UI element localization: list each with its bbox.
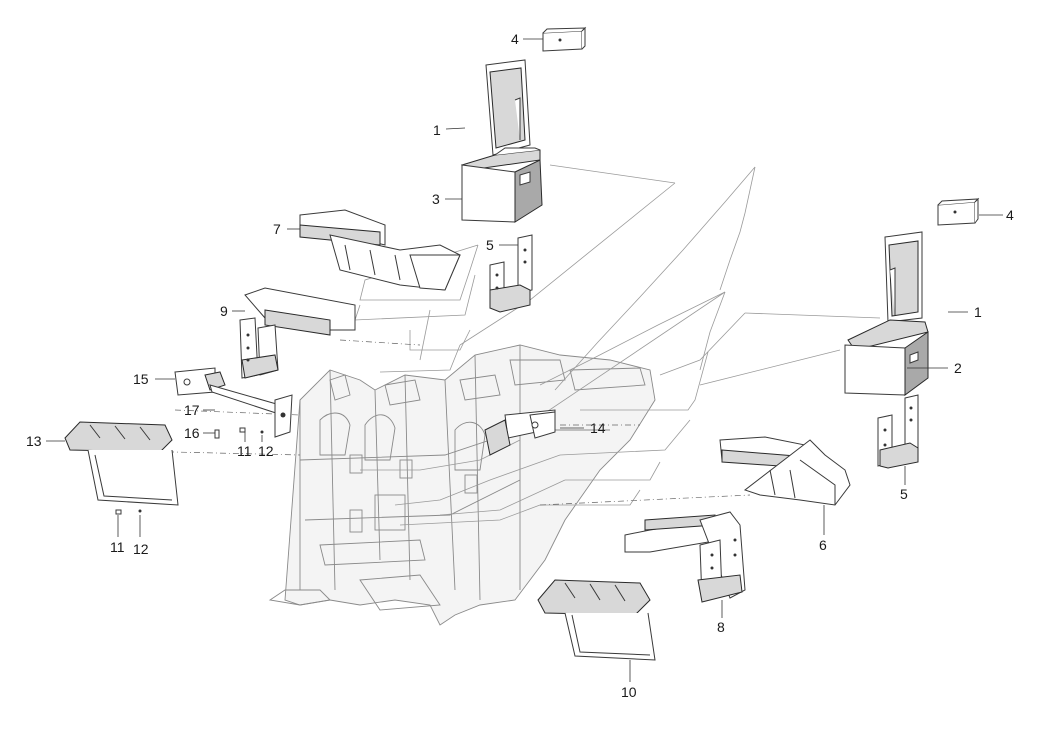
callout-13: 13	[26, 433, 42, 449]
callout-17: 17	[184, 402, 200, 418]
main-frame	[268, 344, 656, 626]
part-7-mount	[299, 209, 461, 291]
part-8-right-bracket	[624, 511, 746, 603]
callout-14: 14	[590, 420, 606, 436]
part-6-right-mount	[719, 436, 851, 506]
callout-2: 2	[954, 360, 962, 376]
callout-9: 9	[220, 303, 228, 319]
leader-lines	[46, 38, 1003, 682]
part-4-right-block	[937, 197, 980, 226]
part-15-bracket-arm	[174, 367, 293, 438]
guide-chevrons	[354, 164, 881, 526]
part-4-top-block	[542, 26, 587, 52]
part-10-bottom-step	[537, 579, 656, 661]
callout-4-right: 4	[1006, 207, 1014, 223]
callout-3: 3	[432, 191, 440, 207]
fasteners	[115, 427, 264, 515]
part-5-right-bracket	[877, 394, 919, 469]
callout-15: 15	[133, 371, 149, 387]
callout-labels: 4 1 3 5 7 9 15 17 16 11 12 13 11 12 14 4…	[26, 31, 1014, 700]
callout-1-top: 1	[433, 122, 441, 138]
part-9-left-bracket	[239, 287, 356, 379]
part-3-top-box	[460, 147, 543, 223]
callout-12-mid: 12	[258, 443, 274, 459]
callout-11-mid: 11	[237, 443, 252, 459]
callout-12-low: 12	[133, 541, 149, 557]
callout-7: 7	[273, 221, 281, 237]
callout-5-top: 5	[486, 237, 494, 253]
callout-16: 16	[184, 425, 200, 441]
callout-5-right: 5	[900, 486, 908, 502]
part-1-top-lid	[485, 59, 531, 156]
part-2-right-box	[844, 319, 929, 396]
callout-6: 6	[819, 537, 827, 553]
part-5-top-bracket	[489, 234, 533, 313]
part-14-center-bracket	[484, 409, 556, 456]
part-1-right-lid	[884, 231, 923, 323]
callout-10: 10	[621, 684, 637, 700]
callout-8: 8	[717, 619, 725, 635]
callout-11-low: 11	[110, 539, 125, 555]
callout-1-right: 1	[974, 304, 982, 320]
part-13-left-step	[64, 421, 179, 506]
callout-4-top: 4	[511, 31, 519, 47]
